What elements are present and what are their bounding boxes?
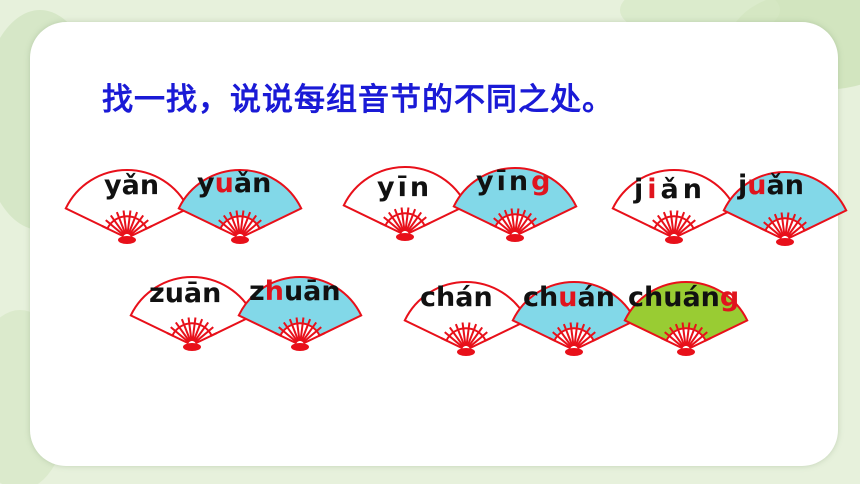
fan-icon <box>177 169 303 244</box>
syllable-chuang: chuáng <box>628 284 739 311</box>
fan-icon <box>611 169 737 248</box>
syllable-text: zuān <box>149 278 222 309</box>
highlighted-letter: i <box>647 174 661 205</box>
fan-icon <box>342 166 468 241</box>
syllable-zhuan: zhuān <box>249 278 341 305</box>
syllable-chuan: chuán <box>523 284 615 311</box>
syllable-text: yīn <box>377 172 433 203</box>
syllable-text: án <box>577 282 615 313</box>
fan-icon <box>129 276 263 356</box>
syllable-text: ǎn <box>233 168 272 199</box>
syllable-text: z <box>249 276 265 307</box>
syllable-yan: yǎn <box>104 172 159 199</box>
syllable-yuan: yuǎn <box>197 170 271 197</box>
syllable-text: yīn <box>476 166 532 197</box>
syllable-chan: chán <box>420 284 493 311</box>
syllable-ying: yīng <box>476 168 553 195</box>
syllable-zuan: zuān <box>149 280 221 307</box>
highlighted-letter: u <box>558 282 578 313</box>
syllable-text: chuán <box>628 282 720 313</box>
fan-icon <box>237 276 363 351</box>
syllable-text: y <box>197 168 215 199</box>
highlighted-letter: h <box>264 276 284 307</box>
syllable-text: j <box>738 170 748 201</box>
fan-icon <box>511 281 637 356</box>
syllable-text: ch <box>523 282 559 313</box>
syllable-text: j <box>634 174 648 205</box>
fan-icon <box>64 169 200 246</box>
syllable-text: uān <box>283 276 341 307</box>
highlighted-letter: u <box>747 170 767 201</box>
highlighted-letter: g <box>531 166 554 197</box>
syllable-text: yǎn <box>104 170 160 201</box>
highlighted-letter: g <box>719 282 740 313</box>
syllable-jian: jiǎn <box>634 176 706 203</box>
syllable-text: ǎn <box>766 170 804 201</box>
page-title: 找一找，说说每组音节的不同之处。 <box>102 82 614 118</box>
syllable-juan: juǎn <box>738 172 804 199</box>
syllable-text: chán <box>420 282 493 313</box>
fan-icon <box>623 281 749 356</box>
syllable-yin: yīn <box>377 174 432 201</box>
fan-icon <box>452 167 578 242</box>
highlighted-letter: u <box>214 168 234 199</box>
syllable-text: ǎn <box>660 174 706 205</box>
fan-icon <box>722 171 848 246</box>
